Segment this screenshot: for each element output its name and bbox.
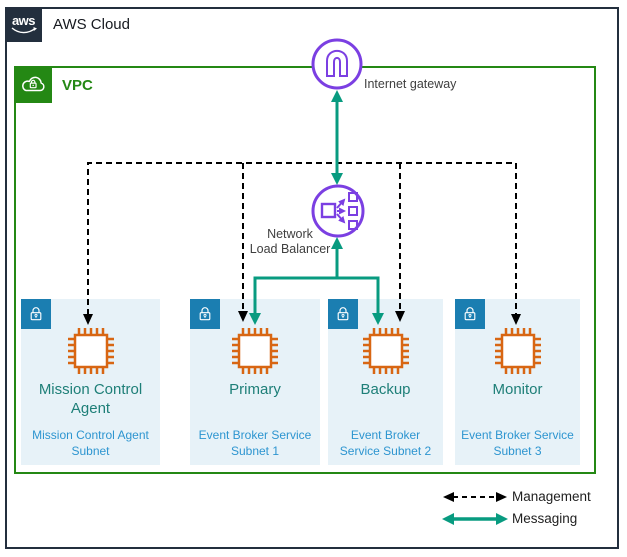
private-subnet-lock-icon xyxy=(328,299,358,329)
private-subnet-lock-icon xyxy=(455,299,485,329)
vpc-group-box xyxy=(14,66,596,474)
service-name: Backup xyxy=(360,381,411,398)
subnet-event-broker-1: Primary Event Broker Service Subnet 1 xyxy=(190,299,320,465)
agent-chip-icon xyxy=(67,328,114,374)
vpc-title: VPC xyxy=(62,77,93,94)
aws-logo-text: aws xyxy=(11,12,36,28)
subnet-event-broker-3: Monitor Event Broker Service Subnet 3 xyxy=(455,299,580,465)
aws-cloud-title: AWS Cloud xyxy=(53,16,130,33)
internet-gateway-label: Internet gateway xyxy=(364,77,457,91)
legend-messaging-label: Messaging xyxy=(512,511,578,526)
subnet-mission-control-agent: Mission Control Agent Mission Control Ag… xyxy=(21,299,160,465)
network-load-balancer-label: Network Load Balancer xyxy=(249,227,331,256)
service-name: Monitor xyxy=(492,381,543,398)
aws-cloud-group-box xyxy=(5,7,619,549)
subnet-label: Event Broker Service Subnet 1 xyxy=(198,427,312,458)
subnet-label: Mission Control Agent Subnet xyxy=(32,427,149,458)
private-subnet-lock-icon xyxy=(21,299,51,329)
service-name: Primary xyxy=(229,381,281,398)
subnet-event-broker-2: Backup Event Broker Service Subnet 2 xyxy=(328,299,443,465)
subnet-label: Event Broker Service Subnet 2 xyxy=(339,427,432,458)
aws-smile-icon xyxy=(11,26,37,33)
broker-chip-icon xyxy=(362,328,409,374)
subnet-label: Event Broker Service Subnet 3 xyxy=(461,427,574,458)
broker-chip-icon xyxy=(232,328,278,374)
aws-logo: aws xyxy=(5,7,42,42)
service-name: Mission Control Agent xyxy=(38,381,143,417)
vpc-icon xyxy=(14,66,52,103)
broker-chip-icon xyxy=(494,328,541,374)
private-subnet-lock-icon xyxy=(190,299,220,329)
legend-management-label: Management xyxy=(512,489,591,504)
